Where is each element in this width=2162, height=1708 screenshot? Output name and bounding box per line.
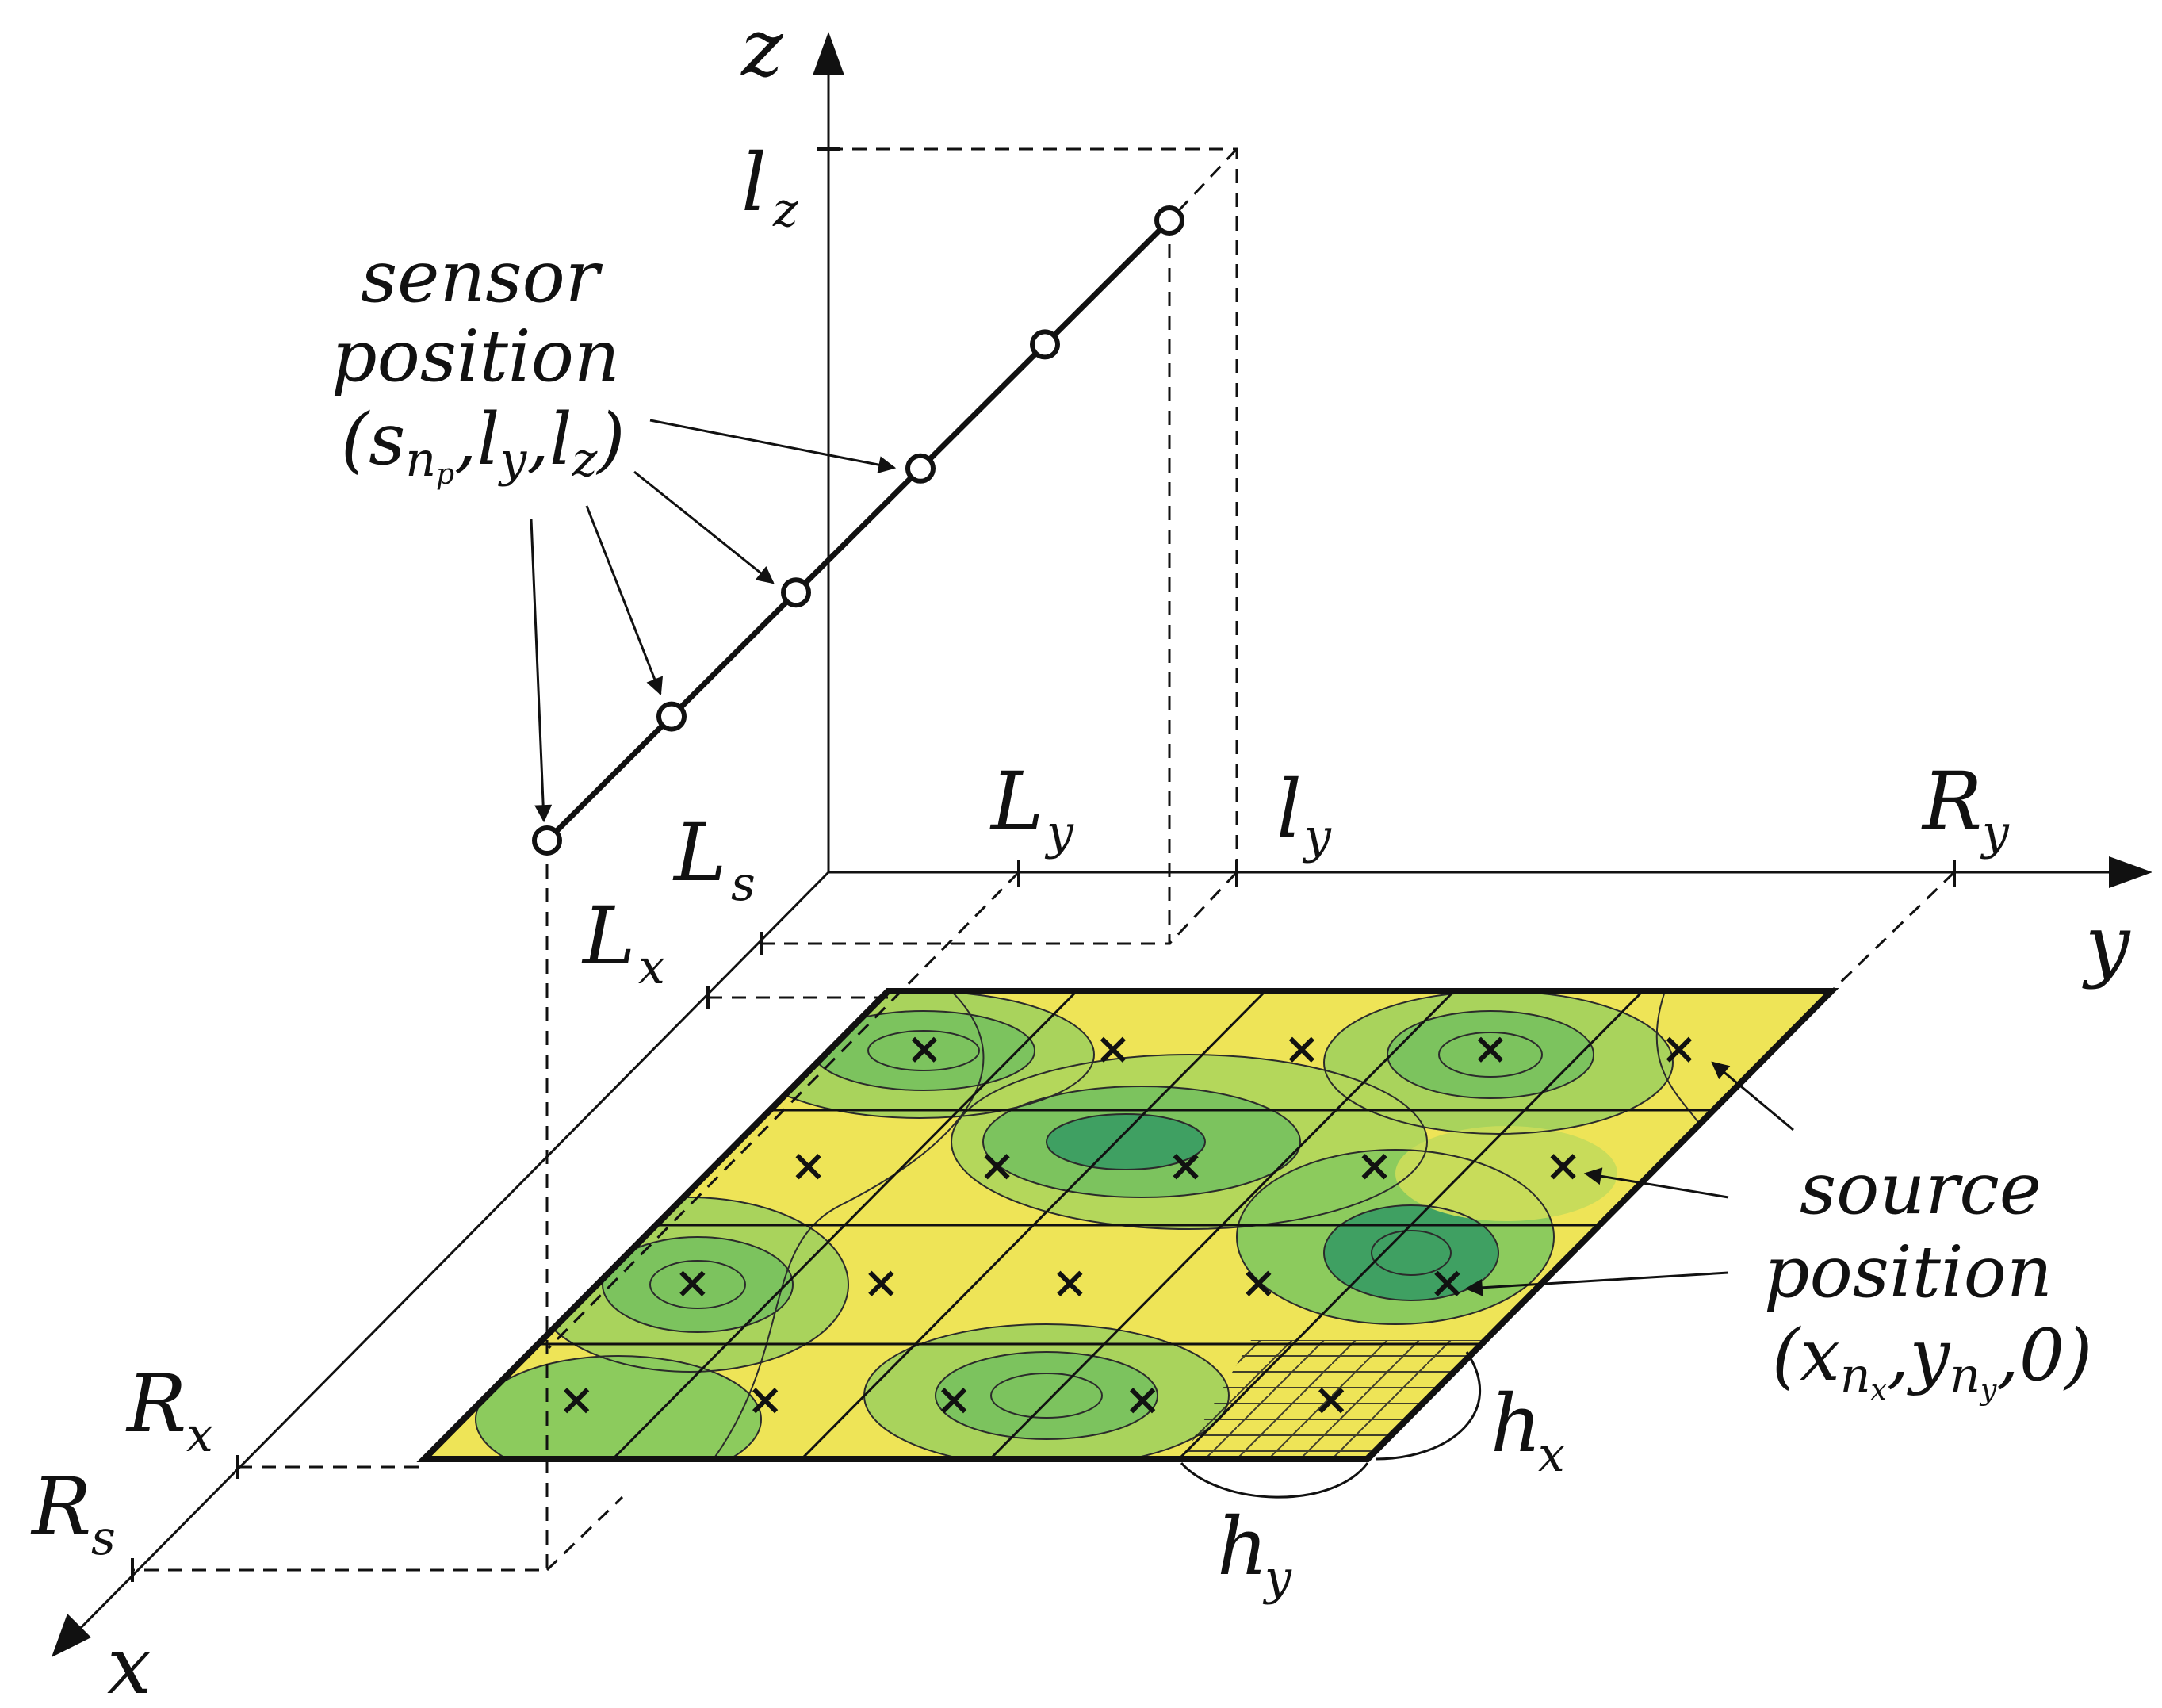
svg-text:s: s — [91, 1511, 116, 1566]
svg-text:R: R — [1921, 755, 1982, 848]
source-marker — [911, 1036, 938, 1063]
plate-border — [416, 988, 1839, 1462]
source-marker — [984, 1154, 1010, 1180]
spacing-label-hx: h x — [1490, 1377, 1565, 1483]
source-marker — [1666, 1036, 1693, 1063]
plate-grid — [539, 990, 1712, 1461]
source-marker — [564, 1388, 590, 1414]
svg-text:y: y — [1980, 805, 2010, 860]
svg-text:x: x — [186, 1407, 213, 1463]
source-markers — [564, 1036, 1693, 1414]
source-arrows — [1464, 1061, 1794, 1296]
spacing-label-hy: h y — [1217, 1500, 1292, 1606]
tick-label-Ry: R y — [1921, 755, 2010, 860]
spacing-braces — [1180, 1351, 1482, 1499]
svg-text:R: R — [125, 1358, 186, 1450]
svg-text:(snp,ly,lz): (snp,ly,lz) — [341, 398, 625, 491]
sensor-array — [532, 205, 1184, 856]
axes — [66, 55, 2133, 1643]
source-marker — [1100, 1036, 1127, 1063]
svg-text:y: y — [1302, 809, 1332, 864]
sensor-marker — [656, 701, 687, 732]
source-marker — [868, 1270, 894, 1296]
z-axis-label: z — [740, 2, 784, 94]
sensor-arrows — [530, 419, 897, 823]
svg-text:l: l — [1276, 763, 1302, 856]
svg-text:R: R — [30, 1461, 91, 1553]
dashed-guides — [132, 147, 1956, 1572]
source-marker — [941, 1388, 967, 1414]
svg-text:L: L — [989, 755, 1043, 848]
source-marker — [1173, 1154, 1199, 1180]
axis-arrowheads — [52, 32, 2152, 1657]
svg-text:z: z — [772, 182, 798, 238]
svg-text:position: position — [1764, 1231, 2053, 1314]
svg-text:(xnx,yny,0): (xnx,yny,0) — [1772, 1314, 2092, 1407]
sensor-marker — [905, 453, 936, 484]
svg-text:h: h — [1217, 1500, 1268, 1593]
sensor-marker — [532, 825, 562, 856]
svg-text:L: L — [581, 890, 635, 982]
source-marker — [1361, 1154, 1387, 1180]
sensor-marker — [1030, 329, 1060, 360]
y-axis-label: y — [2082, 898, 2131, 990]
svg-text:s: s — [731, 856, 756, 912]
svg-text:h: h — [1490, 1377, 1541, 1470]
source-marker — [1550, 1154, 1576, 1180]
blob — [1047, 1114, 1205, 1170]
sensor-marker — [1154, 205, 1184, 236]
source-marker — [1477, 1036, 1504, 1063]
tick-label-ly: l y — [1276, 763, 1332, 864]
source-marker — [1318, 1388, 1345, 1414]
source-marker — [679, 1270, 706, 1296]
svg-text:position: position — [331, 315, 620, 398]
blob — [1395, 1126, 1617, 1221]
x-axis-label: x — [107, 1619, 151, 1708]
sensor-line — [545, 218, 1172, 843]
tick-label-Rx: R x — [125, 1358, 213, 1463]
tick-label-Ls: L s — [672, 806, 756, 912]
svg-text:L: L — [672, 806, 726, 899]
tick-label-lz: l z — [741, 136, 798, 238]
tick-label-Lx: L x — [581, 890, 665, 995]
svg-text:source: source — [1800, 1147, 2041, 1231]
field-contours — [475, 991, 1714, 1459]
sensor-marker — [781, 577, 811, 608]
svg-text:x: x — [638, 940, 665, 995]
svg-text:x: x — [1538, 1427, 1565, 1483]
source-marker — [752, 1388, 779, 1414]
source-marker — [1288, 1036, 1315, 1063]
source-marker — [1434, 1270, 1460, 1296]
svg-text:y: y — [1044, 805, 1074, 860]
blob — [1387, 1011, 1594, 1098]
blob — [936, 1352, 1158, 1439]
svg-text:y: y — [1262, 1550, 1292, 1606]
source-marker — [795, 1154, 821, 1180]
source-plate — [416, 988, 1839, 1462]
tick-label-Ly: L y — [989, 755, 1074, 860]
svg-text:sensor: sensor — [361, 236, 603, 319]
tick-label-Rs: R s — [30, 1461, 116, 1566]
source-marker — [1246, 1270, 1272, 1296]
source-marker — [1130, 1388, 1156, 1414]
source-position-label: source position (xnx,yny,0) — [1764, 1147, 2092, 1407]
sensor-position-label: sensor position (snp,ly,lz) — [331, 236, 625, 491]
source-marker — [1057, 1270, 1083, 1296]
x-axis — [66, 871, 830, 1643]
blob — [603, 1237, 793, 1332]
sensor-markers — [532, 205, 1184, 856]
blob — [476, 1356, 761, 1459]
svg-text:l: l — [741, 136, 767, 229]
